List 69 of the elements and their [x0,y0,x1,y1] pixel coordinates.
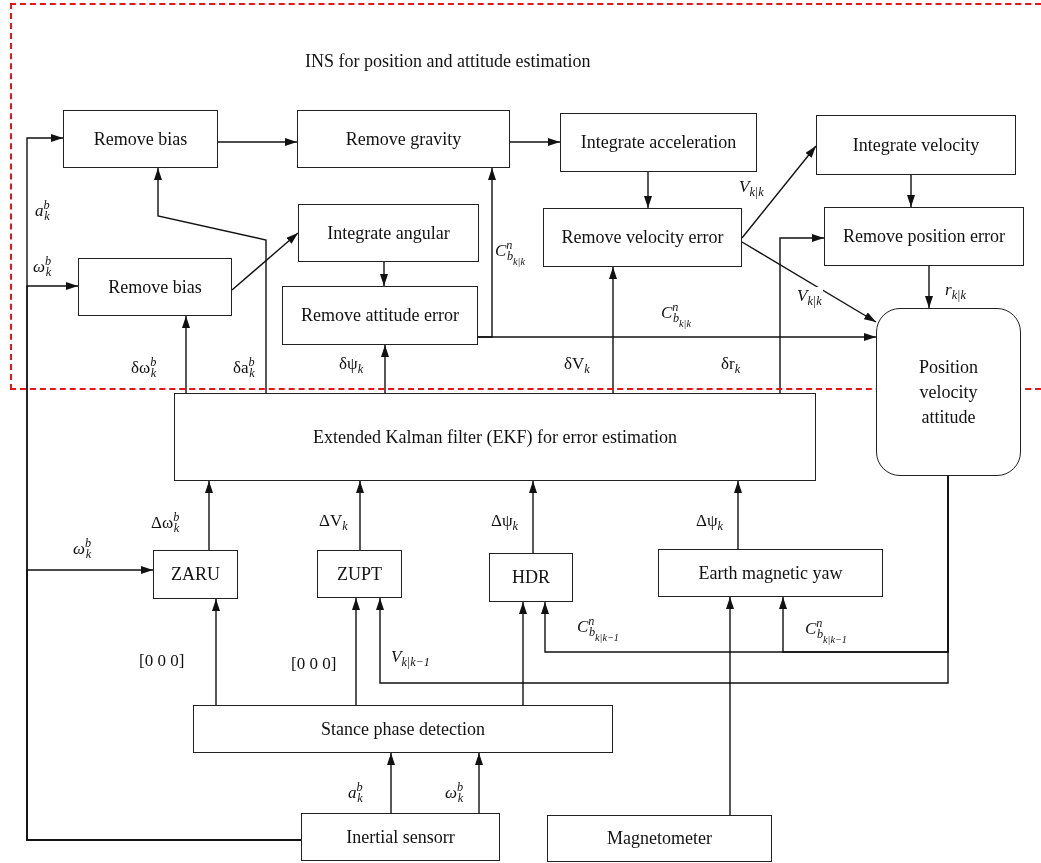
process-box [193,705,613,753]
box-label: Integrate angular [327,221,450,245]
edge-label: [0 0 0] [290,655,338,673]
process-box [543,208,742,267]
arrow [352,597,360,706]
arrow [182,315,190,394]
process-box [78,258,232,316]
edge-label: V$_{k|k}$ [796,287,823,311]
process-box [63,110,218,168]
box-label: Remove position error [843,225,1005,248]
arrow [212,598,220,706]
arrow [475,752,483,814]
edge-label: V$_{k|k−1}$ [390,648,431,672]
box-label: HDR [512,566,550,589]
arrow [217,138,298,146]
arrow [231,232,299,291]
box-label: Integrate acceleration [580,131,737,154]
box-label: Extended Kalman filter (EKF) for error estimation [313,425,677,449]
box-label: Stance phase detection [321,717,485,741]
arrow [726,596,734,816]
process-box [658,549,883,597]
box-label: Remove gravity [345,127,462,151]
box-label: Inertial sensorr [346,825,455,849]
arrow [380,261,388,287]
arrow [154,167,267,394]
arrow [477,333,877,341]
arrow [519,601,527,706]
process-box [282,286,478,345]
edge-label: [0 0 0] [138,652,186,670]
process-box [317,550,402,598]
box-label: Remove bias [93,127,188,151]
arrow [734,480,742,550]
arrow [779,234,825,394]
arrow [741,241,877,323]
arrow [907,174,915,208]
box-label: Position velocity attitude [918,355,979,429]
arrow [387,752,395,814]
arrow [356,480,364,551]
arrow [741,145,817,239]
arrow [26,566,302,841]
arrow [205,480,213,551]
box-label: Earth magnetic yaw [698,561,843,585]
process-box [297,110,510,168]
process-box [489,553,573,602]
process-box [153,550,238,599]
process-box [174,393,816,481]
region-title: INS for position and attitude estimation [305,50,591,73]
process-box [547,815,772,862]
box-label: Remove velocity error [561,226,724,249]
process-box [560,113,757,172]
arrow [529,480,537,554]
rounded-box [876,308,1021,476]
box-label: Magnetometer [607,827,712,850]
arrow [509,138,561,146]
process-box [298,204,479,262]
box-label: ZARU [171,563,220,586]
box-label: Integrate velocity [852,133,980,157]
arrow [609,266,617,394]
process-box [816,115,1016,175]
edge-label: V$_{k|k}$ [738,178,765,202]
arrow [925,265,933,309]
box-label: Remove bias [108,275,202,299]
box-label: Remove attitude error [301,304,459,327]
process-box [301,813,500,861]
process-box [824,207,1024,266]
arrow [381,344,389,394]
box-label: ZUPT [337,562,382,586]
arrow [644,171,652,209]
arrow [779,475,949,653]
